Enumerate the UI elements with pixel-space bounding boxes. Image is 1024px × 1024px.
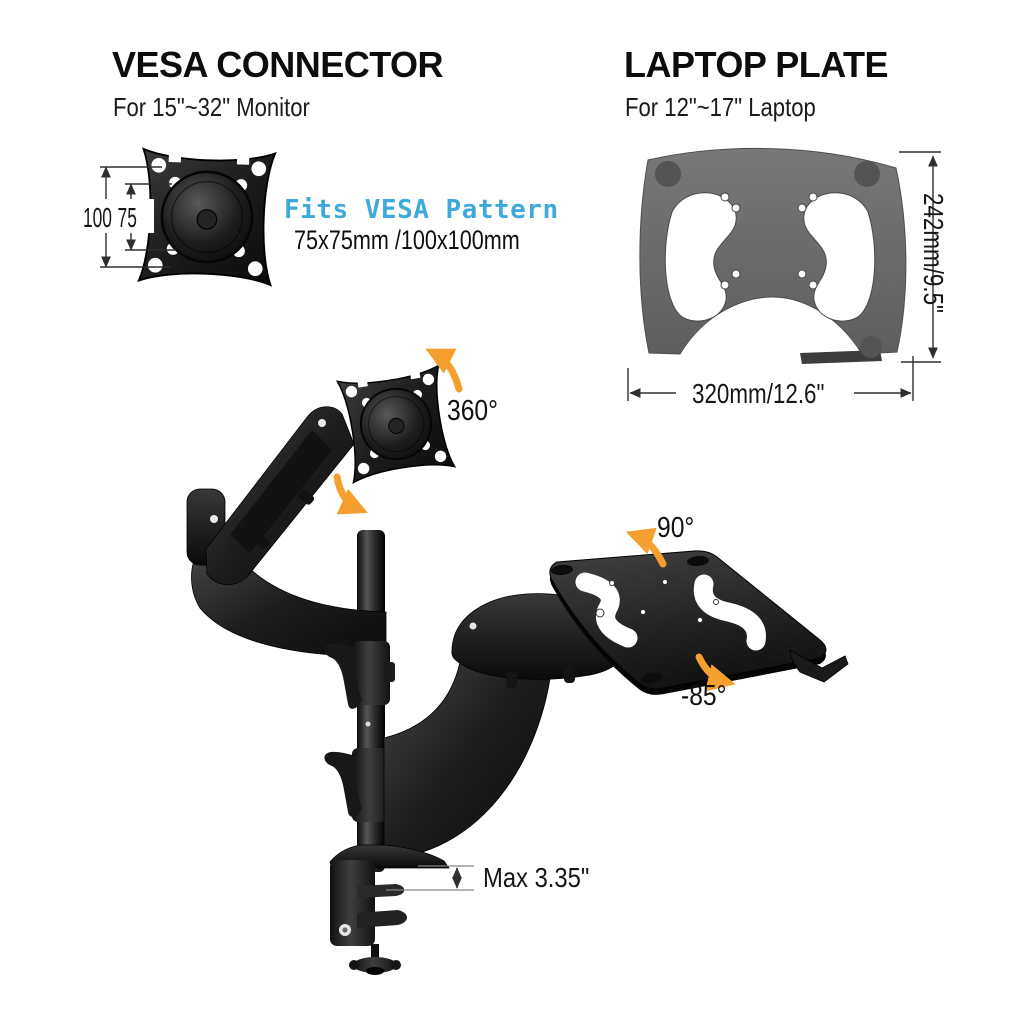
clamp-capacity-label: Max 3.35" <box>483 862 590 893</box>
monitor-vesa-plate <box>335 360 456 484</box>
vesa-dim-100: 100 <box>83 202 112 233</box>
vesa-rotation-label: 360° <box>447 395 498 427</box>
tension-lever <box>324 643 362 709</box>
rotation-arrow-360-bottom <box>333 473 368 515</box>
laptop-height-dimension: 242mm/9.5" <box>918 193 949 314</box>
tray-lip <box>789 649 849 683</box>
vesa-dim-75: 75 <box>117 202 137 233</box>
laptop-width-dimension: 320mm/12.6" <box>692 378 825 409</box>
fits-vesa-pattern-label: Fits VESA Pattern <box>284 195 559 225</box>
laptop-tray <box>549 550 849 695</box>
laptop-section-subtitle: For 12"~17" Laptop <box>625 92 816 122</box>
rotation-arrow-neg85 <box>695 653 736 692</box>
laptop-plate-top-view <box>639 147 907 364</box>
tray-tilt-down-label: -85° <box>681 680 727 712</box>
laptop-dimension-lines <box>627 151 941 410</box>
clamp-dimension-lines <box>386 865 474 891</box>
vesa-plate-front-view <box>137 142 277 287</box>
vesa-section-title: VESA CONNECTOR <box>112 44 444 85</box>
gas-spring-arm <box>205 406 355 585</box>
rotation-arrow-360-top <box>425 348 463 393</box>
vesa-dimension-lines <box>80 166 176 268</box>
vesa-section-subtitle: For 15"~32" Monitor <box>113 92 310 122</box>
vesa-pattern-sizes: 75x75mm /100x100mm <box>294 225 520 255</box>
vesa-dimension-label: 100 75 <box>83 202 137 234</box>
tray-tilt-up-label: 90° <box>657 512 695 544</box>
desk-mount-illustration <box>186 348 849 975</box>
rotation-arrow-90 <box>625 527 667 568</box>
laptop-section-title: LAPTOP PLATE <box>624 44 889 85</box>
pole-clamp-collars <box>324 641 395 822</box>
desk-clamp <box>329 844 450 975</box>
rotation-arrows <box>333 348 736 692</box>
tension-lever <box>324 751 362 817</box>
laptop-tray-arm <box>383 645 553 859</box>
